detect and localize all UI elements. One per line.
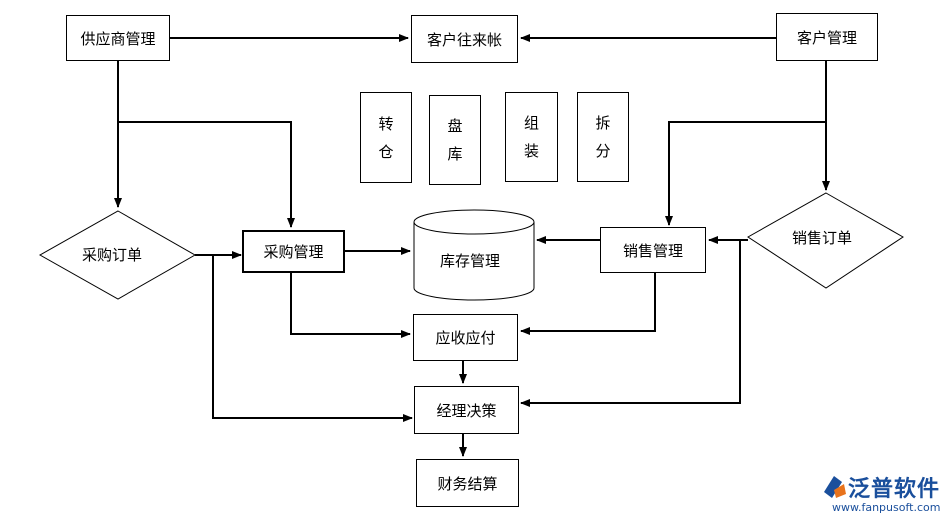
- split-box: 拆 分: [577, 92, 629, 182]
- manager-decision-box: 经理决策: [414, 386, 519, 434]
- edge-purchase-order-decision: [212, 255, 413, 422]
- purchase-order-diamond: [38, 210, 197, 300]
- edge-purchase-receivable: [290, 273, 411, 338]
- supplier-mgmt-box: 供应商管理: [66, 15, 170, 61]
- customer-mgmt-box: 客户管理: [776, 13, 878, 61]
- brand-url: www.fanpusoft.com: [832, 501, 941, 514]
- edge-customer-sales-mgmt: [665, 121, 826, 226]
- split-char-2: 分: [595, 142, 611, 160]
- transfer-char-1: 转: [378, 114, 394, 133]
- fanpu-logo: 泛普软件 www.fanpusoft.com: [818, 470, 946, 520]
- sales-mgmt-box: 销售管理: [600, 227, 706, 273]
- stocktake-char-2: 库: [447, 145, 463, 163]
- fanpu-logo-icon: [824, 476, 846, 498]
- inventory-mgmt-label: 库存管理: [440, 252, 501, 270]
- assemble-char-1: 组: [523, 114, 539, 132]
- sales-order-label: 销售订单: [792, 229, 853, 247]
- stocktake-box: 盘 库: [429, 95, 481, 185]
- edge-sales-order-decision: [520, 240, 741, 407]
- sales-order-diamond: [747, 192, 904, 289]
- financial-settlement-box: 财务结算: [416, 459, 519, 507]
- assemble-char-2: 装: [523, 142, 539, 160]
- customer-ledger-box: 客户往来帐: [411, 15, 518, 63]
- split-char-1: 拆: [595, 114, 611, 132]
- edge-supplier-purchase-mgmt: [118, 121, 295, 228]
- brand-name: 泛普软件: [848, 477, 941, 502]
- assemble-box: 组 装: [505, 92, 558, 182]
- stocktake-char-1: 盘: [447, 117, 463, 135]
- purchase-mgmt-box: 采购管理: [242, 230, 345, 273]
- transfer-char-2: 仓: [378, 142, 394, 161]
- receivable-payable-box: 应收应付: [413, 314, 518, 361]
- inventory-cylinder: [413, 209, 535, 301]
- edge-sales-receivable: [520, 272, 656, 335]
- transfer-box: 转 仓: [360, 92, 412, 183]
- purchase-order-label: 采购订单: [82, 246, 143, 264]
